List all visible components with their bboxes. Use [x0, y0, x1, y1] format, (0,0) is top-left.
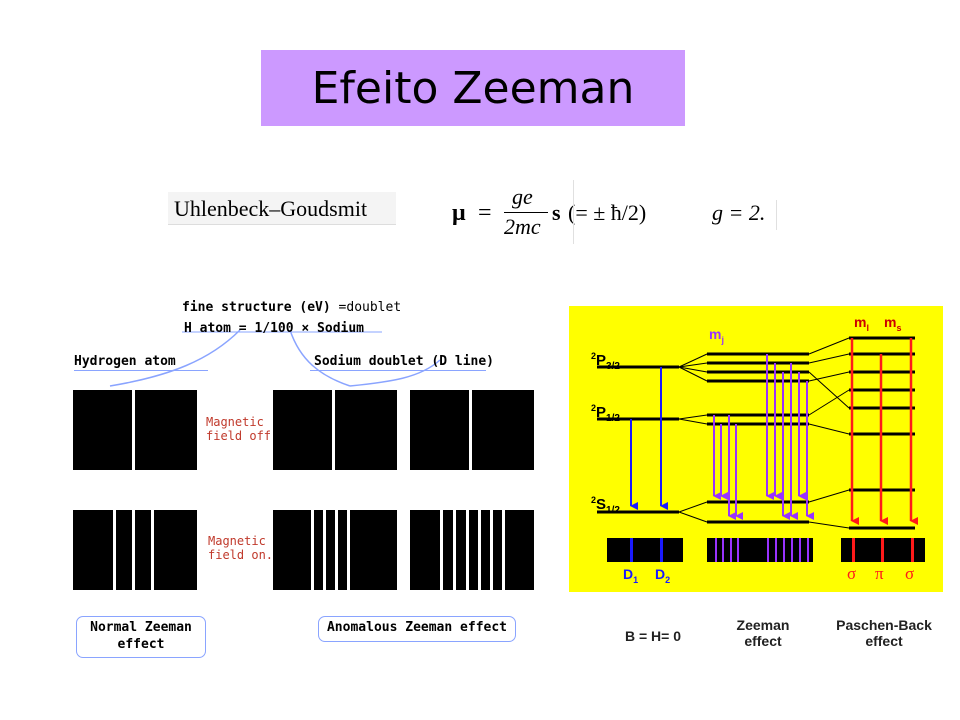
fine-structure-line: fine structure (eV) =doublet — [182, 300, 401, 315]
spectrum-b0 — [607, 538, 683, 562]
brace-right-2 — [349, 359, 441, 387]
caption-paschen: Paschen-Back effect — [836, 617, 932, 649]
connectors — [678, 337, 850, 529]
doublet-label: =doublet — [338, 300, 402, 315]
formula-label-box: Uhlenbeck–Goudsmit — [168, 192, 396, 225]
spectrum-na-off-2 — [410, 390, 534, 470]
title-banner: Efeito Zeeman — [261, 50, 685, 126]
formula-separator — [573, 180, 574, 244]
h-atom-line: H atom = 1/100 × Sodium — [184, 321, 365, 336]
energy-level-svg — [597, 336, 925, 562]
spectrum-na-off-1 — [273, 390, 397, 470]
sodium-underline — [310, 370, 486, 371]
brace-right — [289, 329, 351, 387]
spectrum-h-on — [73, 510, 197, 590]
slide-title: Efeito Zeeman — [311, 62, 635, 114]
sodium-doublet-label: Sodium doublet (D line) — [314, 354, 495, 369]
fraction-denominator: 2mc — [504, 214, 541, 239]
g-factor: g = 2. — [712, 200, 766, 225]
spin-parenthetical: (= ± ħ/2) — [568, 200, 647, 225]
zeeman-levels — [707, 352, 809, 524]
caption-zeeman: Zeeman effect — [736, 617, 790, 649]
field-off-line2: field off. — [206, 429, 279, 443]
hydrogen-underline — [74, 370, 208, 371]
field-on-line1: Magnetic — [208, 534, 266, 548]
mu-symbol: μ — [452, 200, 466, 226]
field-off-text: Magnetic field off. — [206, 415, 278, 443]
spectrum-na-on-2 — [410, 510, 534, 590]
sigma-left-label: σ — [847, 564, 857, 583]
field-on-line2: field on. — [208, 548, 274, 562]
equals-sign: = — [478, 200, 492, 226]
spin-s: s — [552, 200, 561, 225]
p32-label: 2P3/2 — [591, 351, 620, 372]
line — [332, 390, 335, 470]
field-off-line1: Magnetic — [206, 415, 264, 429]
zeeman-transitions — [713, 354, 814, 520]
hydrogen-atom-label: Hydrogen atom — [74, 354, 176, 369]
fraction-numerator: ge — [512, 184, 533, 209]
anomalous-zeeman-bubble: Anomalous Zeeman effect — [318, 616, 516, 642]
d1-label: D1 — [623, 566, 639, 585]
normal-zeeman-line1: Normal Zeeman — [90, 620, 192, 635]
line — [132, 390, 135, 470]
left-diagram: fine structure (eV) =doublet H atom = 1/… — [0, 290, 560, 670]
energy-level-diagram: ml ms mj 2P3/2 2P1/2 2S1/2 D1 D2 σ π σ — [569, 306, 943, 592]
caption-b-h: B = H= 0 — [624, 628, 682, 644]
paschen-transitions — [850, 338, 918, 525]
mj-label: mj — [709, 326, 724, 345]
ms-label: ms — [884, 314, 902, 333]
field-on-text: Magnetic field on. — [208, 534, 273, 562]
brace-connectors — [109, 329, 441, 387]
formula-label: Uhlenbeck–Goudsmit — [174, 196, 368, 221]
formula-equation: μ = ge 2mc s (= ± ħ/2) g = 2. — [430, 180, 790, 244]
fine-structure-label: fine structure (eV) — [182, 300, 331, 315]
spectrum-paschen — [841, 538, 925, 562]
pi-label: π — [875, 564, 884, 583]
fraction-bar — [504, 212, 548, 213]
normal-zeeman-bubble: Normal Zeeman effect — [76, 616, 206, 658]
formula-strip: Uhlenbeck–Goudsmit μ = ge 2mc s (= ± ħ/2… — [168, 180, 788, 244]
formula-separator-right — [776, 200, 777, 230]
ml-label: ml — [854, 314, 869, 333]
brace-left — [109, 329, 241, 387]
spectrum-na-on-1 — [273, 510, 397, 590]
p12-label: 2P1/2 — [591, 403, 620, 424]
normal-zeeman-line2: effect — [117, 637, 165, 652]
line — [469, 390, 472, 470]
spectrum-h-off — [73, 390, 197, 470]
sigma-right-label: σ — [905, 564, 915, 583]
s12-label: 2S1/2 — [591, 495, 620, 516]
spectrum-zeeman — [707, 538, 813, 562]
d2-label: D2 — [655, 566, 671, 585]
